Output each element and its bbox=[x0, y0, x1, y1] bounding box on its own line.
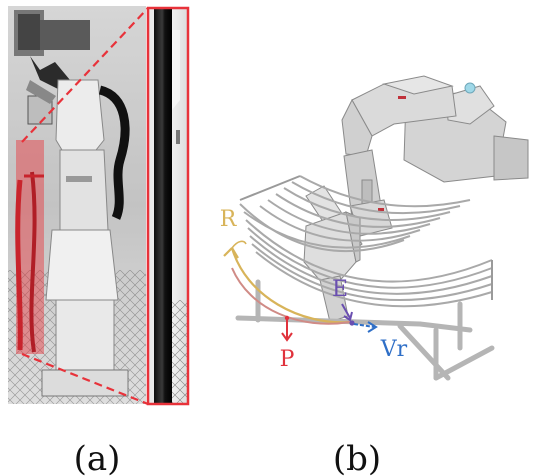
panel-a: (a) bbox=[8, 6, 190, 476]
vr-arrow bbox=[353, 321, 378, 333]
zoom-connectors bbox=[21, 7, 149, 406]
label-vr: Vr bbox=[380, 337, 408, 362]
p-arrow bbox=[281, 315, 293, 342]
caption-a: (a) bbox=[74, 439, 121, 476]
label-e: E bbox=[332, 277, 348, 302]
zoom-inset bbox=[146, 6, 190, 406]
caption-b: (b) bbox=[333, 439, 381, 476]
rotation-arrow bbox=[223, 240, 353, 324]
label-p: P bbox=[280, 347, 295, 372]
label-r: R bbox=[220, 207, 238, 232]
panel-b: R E P Vr (b) bbox=[220, 75, 529, 476]
curved-fixture bbox=[239, 175, 493, 308]
e-arrow bbox=[341, 303, 355, 326]
path-arc bbox=[231, 267, 351, 325]
robot-photo bbox=[8, 6, 146, 404]
